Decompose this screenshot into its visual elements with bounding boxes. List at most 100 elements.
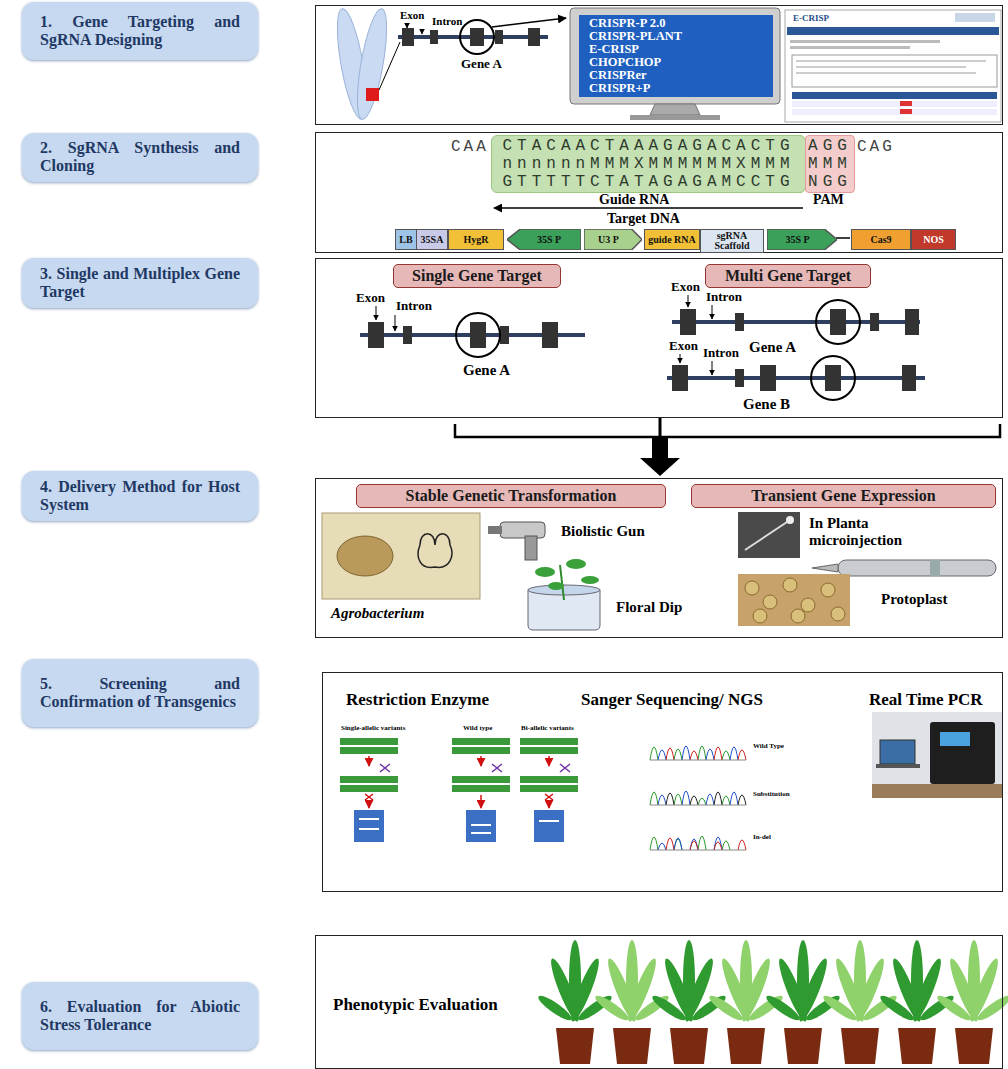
method-label: Agrobacterium — [331, 605, 424, 622]
pcr-machine-picture-part — [872, 784, 1003, 798]
web-screenshot-part — [790, 40, 940, 43]
biolistic-gun-picture-part — [500, 522, 545, 538]
gene-structure-part — [430, 30, 438, 44]
category-box: Single Gene Target — [393, 264, 561, 288]
protoplast-picture-part — [738, 574, 850, 626]
gene-label: Intron — [432, 15, 462, 27]
gene-structure-part — [680, 309, 696, 335]
restriction-digest-part-part — [354, 810, 384, 842]
chromatogram-part — [666, 838, 746, 850]
gene-structure-part — [456, 313, 500, 357]
arrow-outline — [584, 229, 642, 250]
monitor-screen-text: CRISPR+P — [589, 82, 650, 95]
step-box: 1. Gene Targeting and SgRNA Designing — [22, 2, 258, 60]
restriction-digest-part — [520, 738, 578, 842]
microinjection-picture-part — [786, 516, 794, 524]
restriction-digest-part-part — [492, 764, 502, 772]
gene-label: Intron — [706, 290, 742, 304]
chromosome-part — [366, 88, 379, 101]
restriction-digest-part-part — [471, 832, 491, 834]
gene-structure-part — [811, 356, 855, 400]
flow-arrow-head — [640, 458, 680, 476]
potted-plants-part — [935, 940, 1008, 1024]
flow-arrow-body — [652, 437, 668, 458]
potted-plants-part — [955, 1028, 993, 1064]
web-screenshot-part — [790, 46, 910, 49]
restriction-digest-part-part — [520, 738, 578, 745]
gene-structure-part — [735, 369, 744, 387]
web-screenshot-part — [900, 101, 912, 106]
biolistic-gun-picture — [488, 522, 545, 560]
potted-plants-part — [764, 940, 843, 1024]
promoter-arrow: U3 P — [584, 229, 642, 250]
gene-structure-part — [542, 322, 558, 348]
step-panel: ExonIntronGene AExonIntronGene AExonIntr… — [315, 258, 1003, 418]
web-screenshot-part — [792, 101, 997, 107]
floral-dip-picture-part — [566, 559, 586, 569]
computer-monitor-part — [630, 115, 720, 120]
pcr-machine-picture-part — [930, 722, 995, 784]
vector-element: NOS — [911, 229, 956, 250]
gene-label: Exon — [400, 9, 424, 21]
potted-plants-part — [536, 940, 615, 1024]
category-box-text: Multi Gene Target — [725, 267, 851, 285]
restriction-digest-part-part — [380, 764, 390, 772]
gene-label: Gene A — [463, 362, 510, 379]
method-label: In Planta microinjection — [809, 515, 939, 548]
step-panel: AgrobacteriumBiolistic GunFloral DipIn P… — [315, 478, 1003, 638]
restriction-digest-part-part — [340, 738, 398, 745]
step-box: 4. Delivery Method for Host System — [22, 471, 258, 521]
restriction-digest-part-part — [534, 810, 564, 842]
chromatogram — [650, 746, 746, 850]
target-arrow-part — [836, 237, 850, 239]
web-screenshot — [785, 10, 1001, 122]
chromosome-part — [379, 42, 400, 90]
potted-plants-part — [707, 940, 786, 1024]
computer-monitor-part — [570, 8, 780, 104]
vector-element-text: 35SA — [421, 235, 444, 245]
protoplast-picture-part — [801, 598, 815, 612]
vector-element: guide RNA — [644, 229, 700, 250]
vector-element: LB — [395, 229, 416, 250]
vector-element-text: HygR — [464, 235, 489, 245]
floral-dip-picture — [528, 559, 600, 630]
web-screenshot-part — [792, 109, 997, 115]
gene-structure-part — [688, 295, 689, 307]
gene-structure-part — [905, 309, 919, 335]
web-screenshot-part — [955, 13, 995, 22]
merge-bracket — [455, 424, 1000, 437]
gene-structure-part — [402, 28, 414, 46]
category-box: Stable Genetic Transformation — [356, 484, 666, 508]
sequence-label: Target DNA — [607, 211, 680, 226]
gene-structure-part — [712, 305, 713, 319]
gene-structure-part — [492, 18, 566, 27]
step-box-text: 2. SgRNA Synthesis and Cloning — [40, 139, 240, 176]
method-label: Wild type — [463, 725, 492, 733]
gene-structure-part — [672, 320, 920, 324]
step-box: 6. Evaluation for Abiotic Stress Toleran… — [22, 982, 258, 1050]
vector-element: 35SA — [416, 229, 448, 250]
web-screenshot-part — [900, 109, 912, 114]
method-label: In-del — [753, 834, 771, 842]
web-screenshot-part — [792, 55, 997, 87]
biolistic-gun-picture-part — [488, 526, 502, 534]
gene-structure-part — [712, 361, 713, 375]
floral-dip-picture-part — [560, 565, 564, 600]
web-screenshot-part — [796, 60, 986, 62]
vector-element-text: guide RNA — [648, 235, 696, 245]
method-label: Protoplast — [881, 591, 947, 608]
potted-plants-part — [556, 1028, 594, 1064]
gene-structure-part — [680, 354, 681, 363]
monitor-screen-text: CRISPRer — [589, 69, 647, 82]
arrow-outline — [767, 229, 837, 250]
vector-element: HygR — [448, 229, 504, 250]
gene-label: Gene A — [749, 339, 796, 356]
floral-dip-picture-part — [548, 582, 564, 590]
method-label: Restriction Enzyme — [346, 691, 489, 710]
pam-box-text: NGG — [808, 173, 852, 191]
floral-dip-picture-part — [581, 576, 599, 584]
pcr-machine-picture-part — [876, 764, 920, 768]
step-box: 3. Single and Multiplex Gene Target — [22, 258, 258, 308]
potted-plants-part — [613, 1028, 651, 1064]
